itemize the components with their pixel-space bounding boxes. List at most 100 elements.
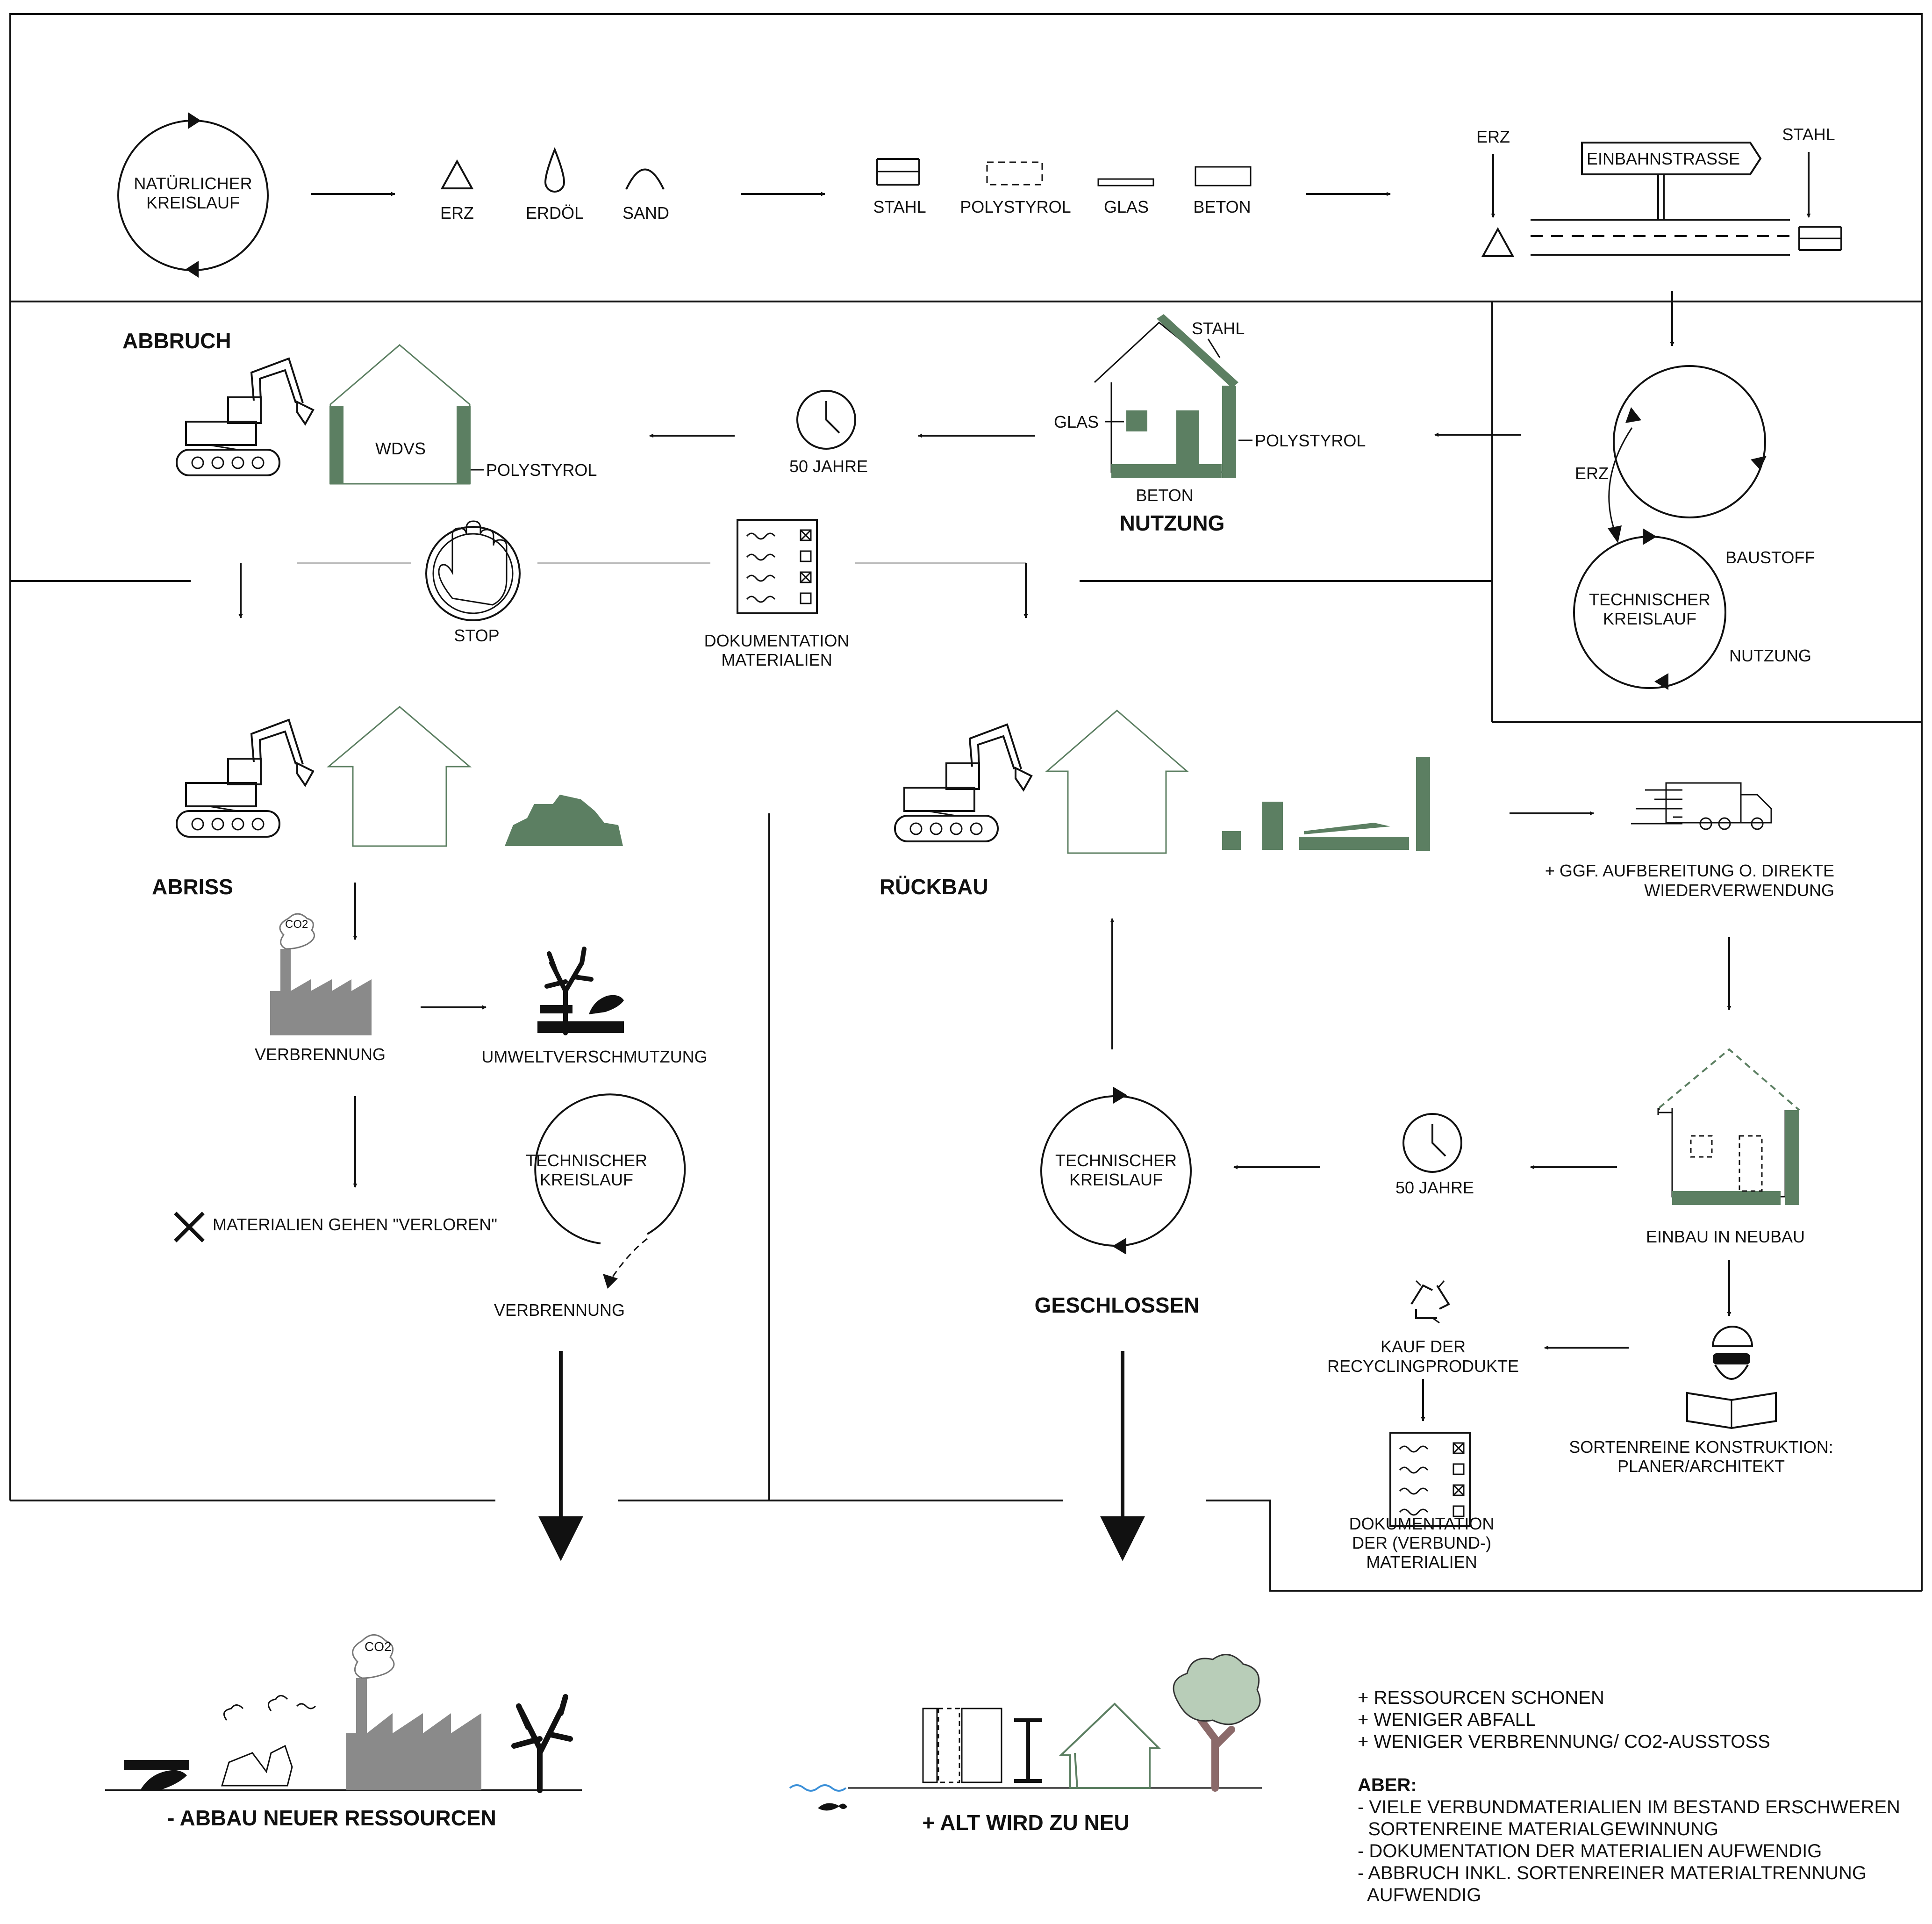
circular-cycle-label-2: KREISLAUF [1069,1170,1163,1189]
oil-drop-icon [544,147,565,193]
rubble-icon [505,795,623,846]
right-cycle-baustoff: BAUSTOFF [1725,548,1815,567]
closed-label: GESCHLOSSEN [1035,1293,1200,1317]
burning2-label: VERBRENNUNG [494,1300,625,1320]
sorted-materials-icon [1222,757,1430,851]
cycle-arrow-icon [1751,456,1767,470]
excavator-icon [176,719,314,838]
natural-cycle: NATÜRLICHER KREISLAUF [117,112,269,278]
polystyrol-icon [986,161,1043,186]
circular-result-label: + ALT WIRD ZU NEU [922,1810,1129,1835]
water-icon [789,1784,847,1792]
raw-material-label: ERZ [440,203,474,223]
left-cycle-label-2: KREISLAUF [540,1170,633,1189]
left-cycle-label: TECHNISCHER [526,1151,647,1170]
signpost-icon [1581,142,1762,175]
abriss-title: ABRISS [152,875,233,899]
construction-label: SORTENREINE KONSTRUKTION: [1569,1437,1833,1457]
technical-cycle-upper: ERZ TECHNISCHER KREISLAUF BAUSTOFF NUTZU… [1573,365,1815,690]
cycle-arrow-icon [186,261,199,278]
cross-icon [174,1212,205,1242]
new-build-label: EINBAU IN NEUBAU [1646,1227,1805,1246]
cycle-arrow-icon [1643,528,1657,545]
steel-beam-icon [876,158,920,186]
pollution-label: UMWELTVERSCHMUTZUNG [481,1047,707,1066]
rueckbau-title: RÜCKBAU [880,875,988,899]
material-label: GLAS [1104,197,1149,216]
stop-label: STOP [454,626,499,645]
one-way-left-label: ERZ [1476,127,1510,146]
cons-title: ABER: [1358,1775,1417,1795]
circular-cycle-label: TECHNISCHER [1055,1151,1177,1170]
notes: + RESSOURCEN SCHONEN + WENIGER ABFALL + … [1358,1687,1900,1905]
con-item: SORTENREINE MATERIALGEWINNUNG [1358,1819,1718,1839]
hand-icon [438,520,508,606]
linear-path: ABRISS CO2 VERBRENNUNG UMWELTVERSCHMUTZU… [152,706,708,1561]
construction-label-2: PLANER/ARCHITEKT [1617,1457,1785,1476]
house-icon [1045,710,1189,854]
pollution-icon [537,947,624,1035]
tree-icon [1173,1654,1261,1725]
frame [9,13,1923,1592]
excavator-icon [176,358,314,476]
clock-icon [1402,1113,1462,1173]
concrete-icon [1195,166,1252,187]
raw-material-label: SAND [623,203,669,223]
building-materials: STAHL POLYSTYROL GLAS BETON [873,158,1252,216]
ore-icon [440,159,474,189]
right-cycle-nutzung: NUTZUNG [1729,646,1811,665]
circular-years: 50 JAHRE [1395,1178,1474,1197]
one-way-street: ERZ EINBAHNSTRASSE STAHL [1476,125,1842,257]
documentation-label-2: MATERIALIEN [721,650,832,669]
documentation-label: DOKUMENTATION [704,631,850,650]
cycle-arrow-icon [1625,407,1641,423]
con-item: - DOKUMENTATION DER MATERIALIEN AUFWENDI… [1358,1841,1822,1861]
burning-label: VERBRENNUNG [255,1045,386,1064]
truck-icon [1631,782,1772,830]
cycle-arrow-icon [1112,1238,1126,1255]
new-house-icon [1657,1108,1672,1115]
processing-label-2: WIEDERVERWENDUNG [1644,881,1834,900]
use-phase-house: STAHL GLAS POLYSTYROL BETON NUTZUNG [1054,314,1366,535]
material-label: STAHL [873,197,926,216]
circular-doc-label-2: DER (VERBUND-) [1352,1533,1491,1552]
checklist-icon [737,519,818,614]
use-label-steel: STAHL [1192,319,1245,338]
engineer-icon [1686,1326,1777,1429]
raw-materials: ERZ ERDÖL SAND [440,147,669,223]
use-label-concrete: BETON [1136,486,1193,505]
broken-cycle-icon [534,1093,686,1244]
lost-label: MATERIALIEN GEHEN "VERLOREN" [213,1215,497,1234]
cycle-arrow-icon [1654,673,1668,690]
right-cycle-erz: ERZ [1575,464,1609,483]
right-cycle-label-2: KREISLAUF [1603,609,1696,628]
material-label: POLYSTYROL [960,197,1071,216]
con-item: - VIELE VERBUNDMATERIALIEN IM BESTAND ER… [1358,1797,1900,1817]
glass-icon [1097,178,1154,187]
decision-row: STOP DOKUMENTATION MATERIALIEN [238,519,1028,669]
right-cycle-label: TECHNISCHER [1589,590,1710,609]
recycling-label: KAUF DER [1381,1337,1466,1356]
cycle-arrow-icon [188,112,201,129]
con-item: AUFWENDIG [1358,1885,1481,1905]
demolition-section: ABBRUCH WDVS POLYSTYROL [122,329,597,485]
linear-result-label: - ABBAU NEUER RESSOURCEN [167,1806,496,1830]
result-co2-label: CO2 [365,1639,392,1654]
clock-icon [796,390,856,450]
fish-icon [818,1803,847,1811]
use-duration: 50 JAHRE [789,390,868,476]
steel-beam-icon [1798,226,1842,251]
circular-doc-label-3: MATERIALIEN [1366,1552,1477,1572]
natural-cycle-label: NATÜRLICHER [134,174,252,193]
stop-sign-icon [425,526,521,621]
linear-result: CO2 - ABBAU NEUER RESSOURCEN [105,1634,582,1830]
circular-path: RÜCKBAU + GGF. AUFBEREITUNG O. DIREKTE W… [880,710,1834,1572]
use-phase-title: NUTZUNG [1120,511,1225,535]
recycling-label-2: RECYCLINGPRODUKTE [1327,1357,1519,1376]
pro-item: + WENIGER ABFALL [1358,1709,1536,1730]
use-label-glass: GLAS [1054,412,1099,431]
circular-result: + ALT WIRD ZU NEU [789,1654,1262,1835]
excavator-icon [894,724,1032,842]
wdvs-label: WDVS [375,439,426,458]
sand-icon [625,168,665,190]
